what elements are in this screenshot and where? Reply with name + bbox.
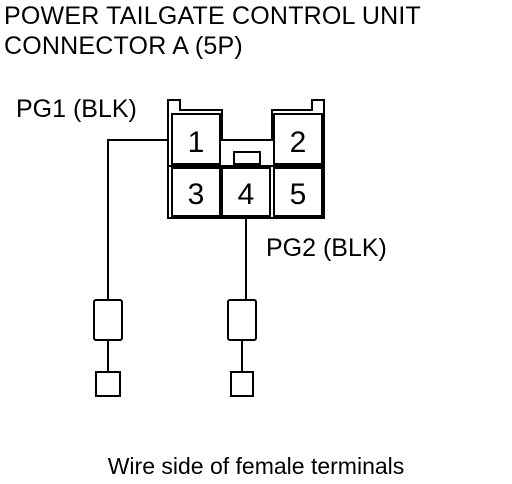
pin-cavity-5 xyxy=(273,167,323,217)
pg1-wire xyxy=(107,139,168,300)
pg1-terminal-lower xyxy=(95,371,121,397)
pg1-terminal-upper xyxy=(93,299,123,341)
pin-number-3: 3 xyxy=(188,178,205,211)
pin-cavity-3 xyxy=(171,167,221,217)
pin-cavity-4 xyxy=(221,167,271,217)
pg2-terminal-lower xyxy=(230,371,254,397)
diagram-caption: Wire side of female terminals xyxy=(107,453,405,479)
diagram-title-line2: CONNECTOR A (5P) xyxy=(4,32,243,60)
pin-cavity-2 xyxy=(273,113,323,165)
pg2-wire-label: PG2 (BLK) xyxy=(266,234,387,262)
pg2-terminal-upper xyxy=(227,299,257,341)
pin-number-2: 2 xyxy=(290,126,307,159)
pg1-wire-label: PG1 (BLK) xyxy=(16,95,137,123)
pin-cavity-1 xyxy=(171,113,221,165)
diagram-title-line1: POWER TAILGATE CONTROL UNIT xyxy=(4,2,422,30)
pin-number-4: 4 xyxy=(238,178,255,211)
pin-number-5: 5 xyxy=(290,178,307,211)
connector-body xyxy=(167,99,325,219)
pin-number-1: 1 xyxy=(188,126,205,159)
connector-latch xyxy=(233,151,261,165)
